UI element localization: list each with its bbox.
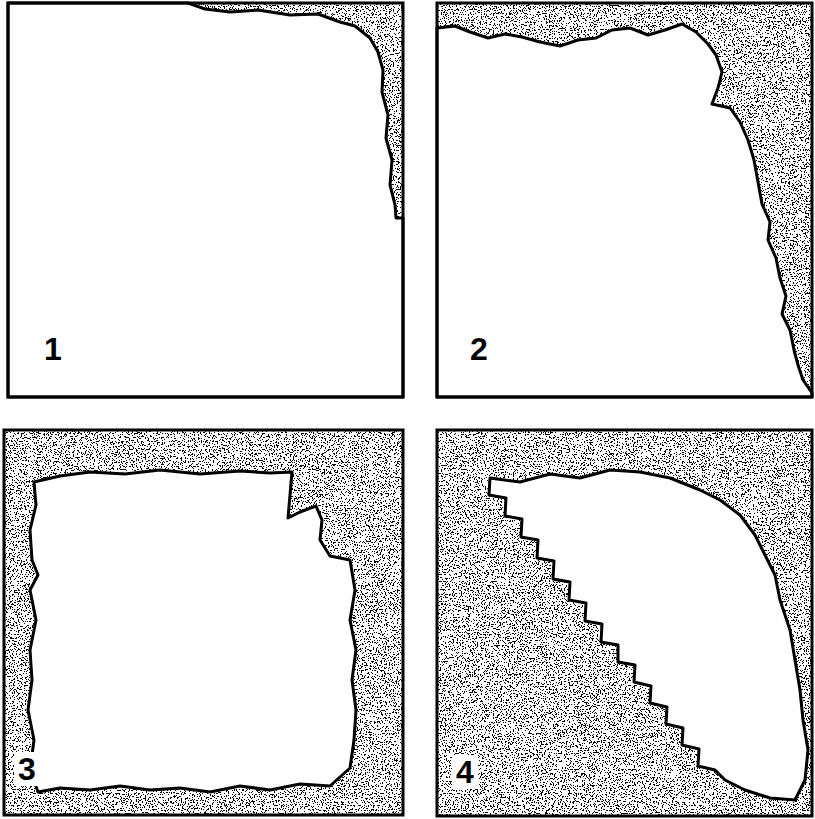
stipple <box>4 430 403 815</box>
panel-number: 1 <box>40 332 66 366</box>
panel-border <box>8 3 403 397</box>
clear-region <box>8 3 403 397</box>
panel-number: 4 <box>452 755 478 789</box>
panel-border <box>4 430 403 815</box>
stipple <box>437 3 812 397</box>
clear-region <box>437 24 812 397</box>
stipple <box>437 430 812 816</box>
panel-border <box>437 430 812 816</box>
panel-number: 2 <box>466 332 492 366</box>
stipple <box>8 3 403 397</box>
clear-region <box>489 470 808 800</box>
panel-number: 3 <box>14 752 40 786</box>
panel-border <box>437 3 812 397</box>
clear-region <box>28 470 356 792</box>
